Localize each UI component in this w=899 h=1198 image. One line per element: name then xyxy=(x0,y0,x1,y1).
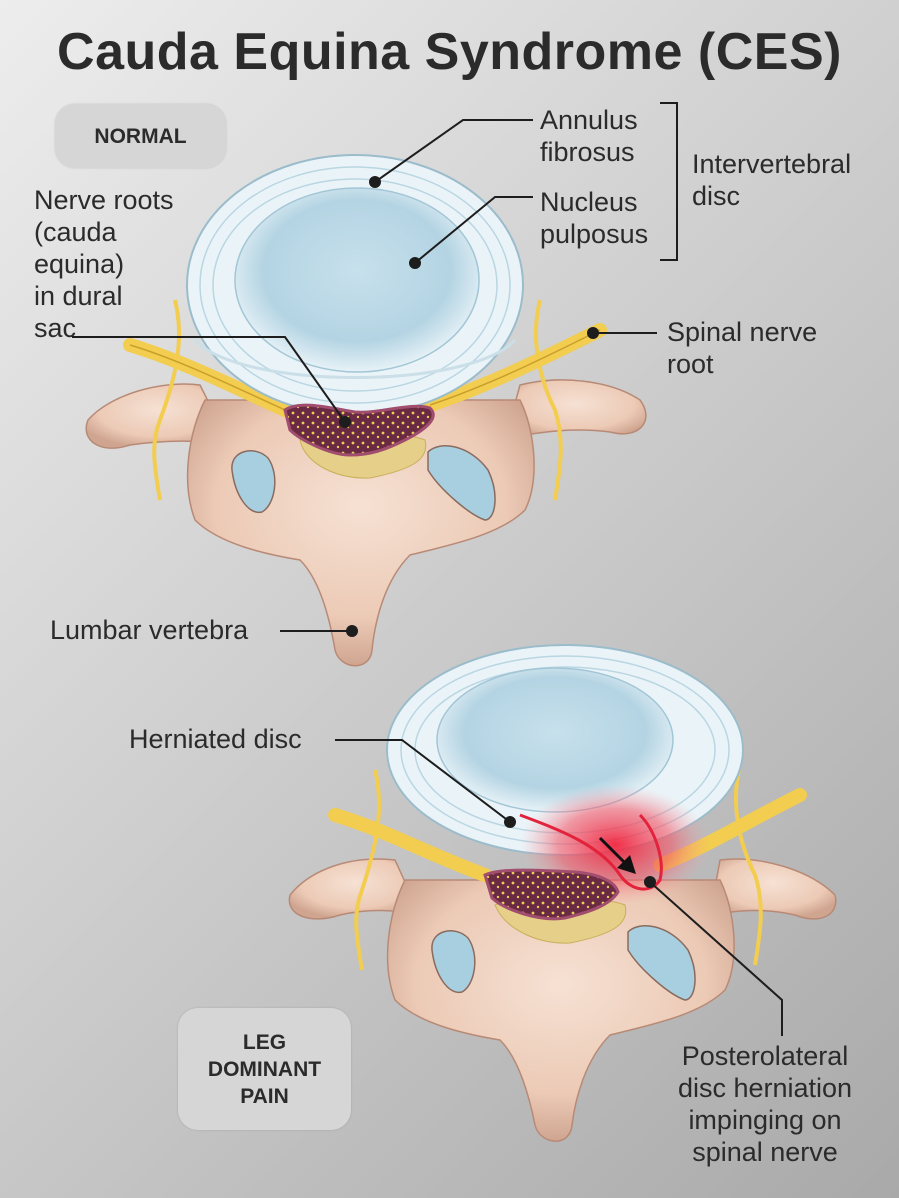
label-line: disc herniation xyxy=(677,1073,853,1103)
herniated-disc-label: Herniated disc xyxy=(129,723,302,755)
leader-lines xyxy=(72,102,783,1036)
label-line: Spinal nerve xyxy=(667,317,818,347)
label-line: Nucleus xyxy=(540,187,638,217)
lumbar-vertebra-label: Lumbar vertebra xyxy=(50,614,248,646)
label-line: (cauda xyxy=(34,217,117,247)
leader-dots xyxy=(339,176,656,888)
normal-badge-line: NORMAL xyxy=(94,124,187,148)
label-line: pulposus xyxy=(540,219,649,249)
posterolateral-herniation-label: Posterolateral disc herniation impinging… xyxy=(650,1040,880,1168)
intervertebral-disc-label: Intervertebral disc xyxy=(692,148,851,212)
label-line: spinal nerve xyxy=(692,1137,838,1167)
spinal-nerve-root-label: Spinal nerve root xyxy=(667,316,817,380)
nucleus-pulposus-label: Nucleus pulposus xyxy=(540,186,648,250)
nerve-roots-label: Nerve roots (cauda equina) in dural sac xyxy=(34,184,174,344)
label-line: Herniated disc xyxy=(129,724,302,754)
label-line: fibrosus xyxy=(540,137,635,167)
label-line: Posterolateral xyxy=(681,1041,849,1071)
label-line: in dural xyxy=(34,281,123,311)
label-line: disc xyxy=(692,181,741,211)
label-line: impinging on xyxy=(688,1105,842,1135)
page-title: Cauda Equina Syndrome (CES) xyxy=(57,23,842,81)
annulus-fibrosus-label: Annulus fibrosus xyxy=(540,104,638,168)
badge-line-1: LEG xyxy=(242,1030,287,1054)
label-line: Lumbar vertebra xyxy=(50,615,249,645)
label-line: equina) xyxy=(34,249,125,279)
label-line: Intervertebral xyxy=(692,149,852,179)
normal-badge: NORMAL xyxy=(55,104,226,168)
leg-dominant-pain-badge: LEG DOMINANT PAIN xyxy=(178,1008,351,1130)
herniated-vertebra xyxy=(288,644,837,1142)
normal-vertebra xyxy=(85,154,647,667)
label-line: Annulus xyxy=(540,105,638,135)
badge-line-2: DOMINANT xyxy=(207,1057,322,1081)
label-line: root xyxy=(667,349,714,379)
badge-line-3: PAIN xyxy=(240,1084,289,1108)
label-line: Nerve roots xyxy=(34,185,174,215)
label-line: sac xyxy=(34,313,77,343)
